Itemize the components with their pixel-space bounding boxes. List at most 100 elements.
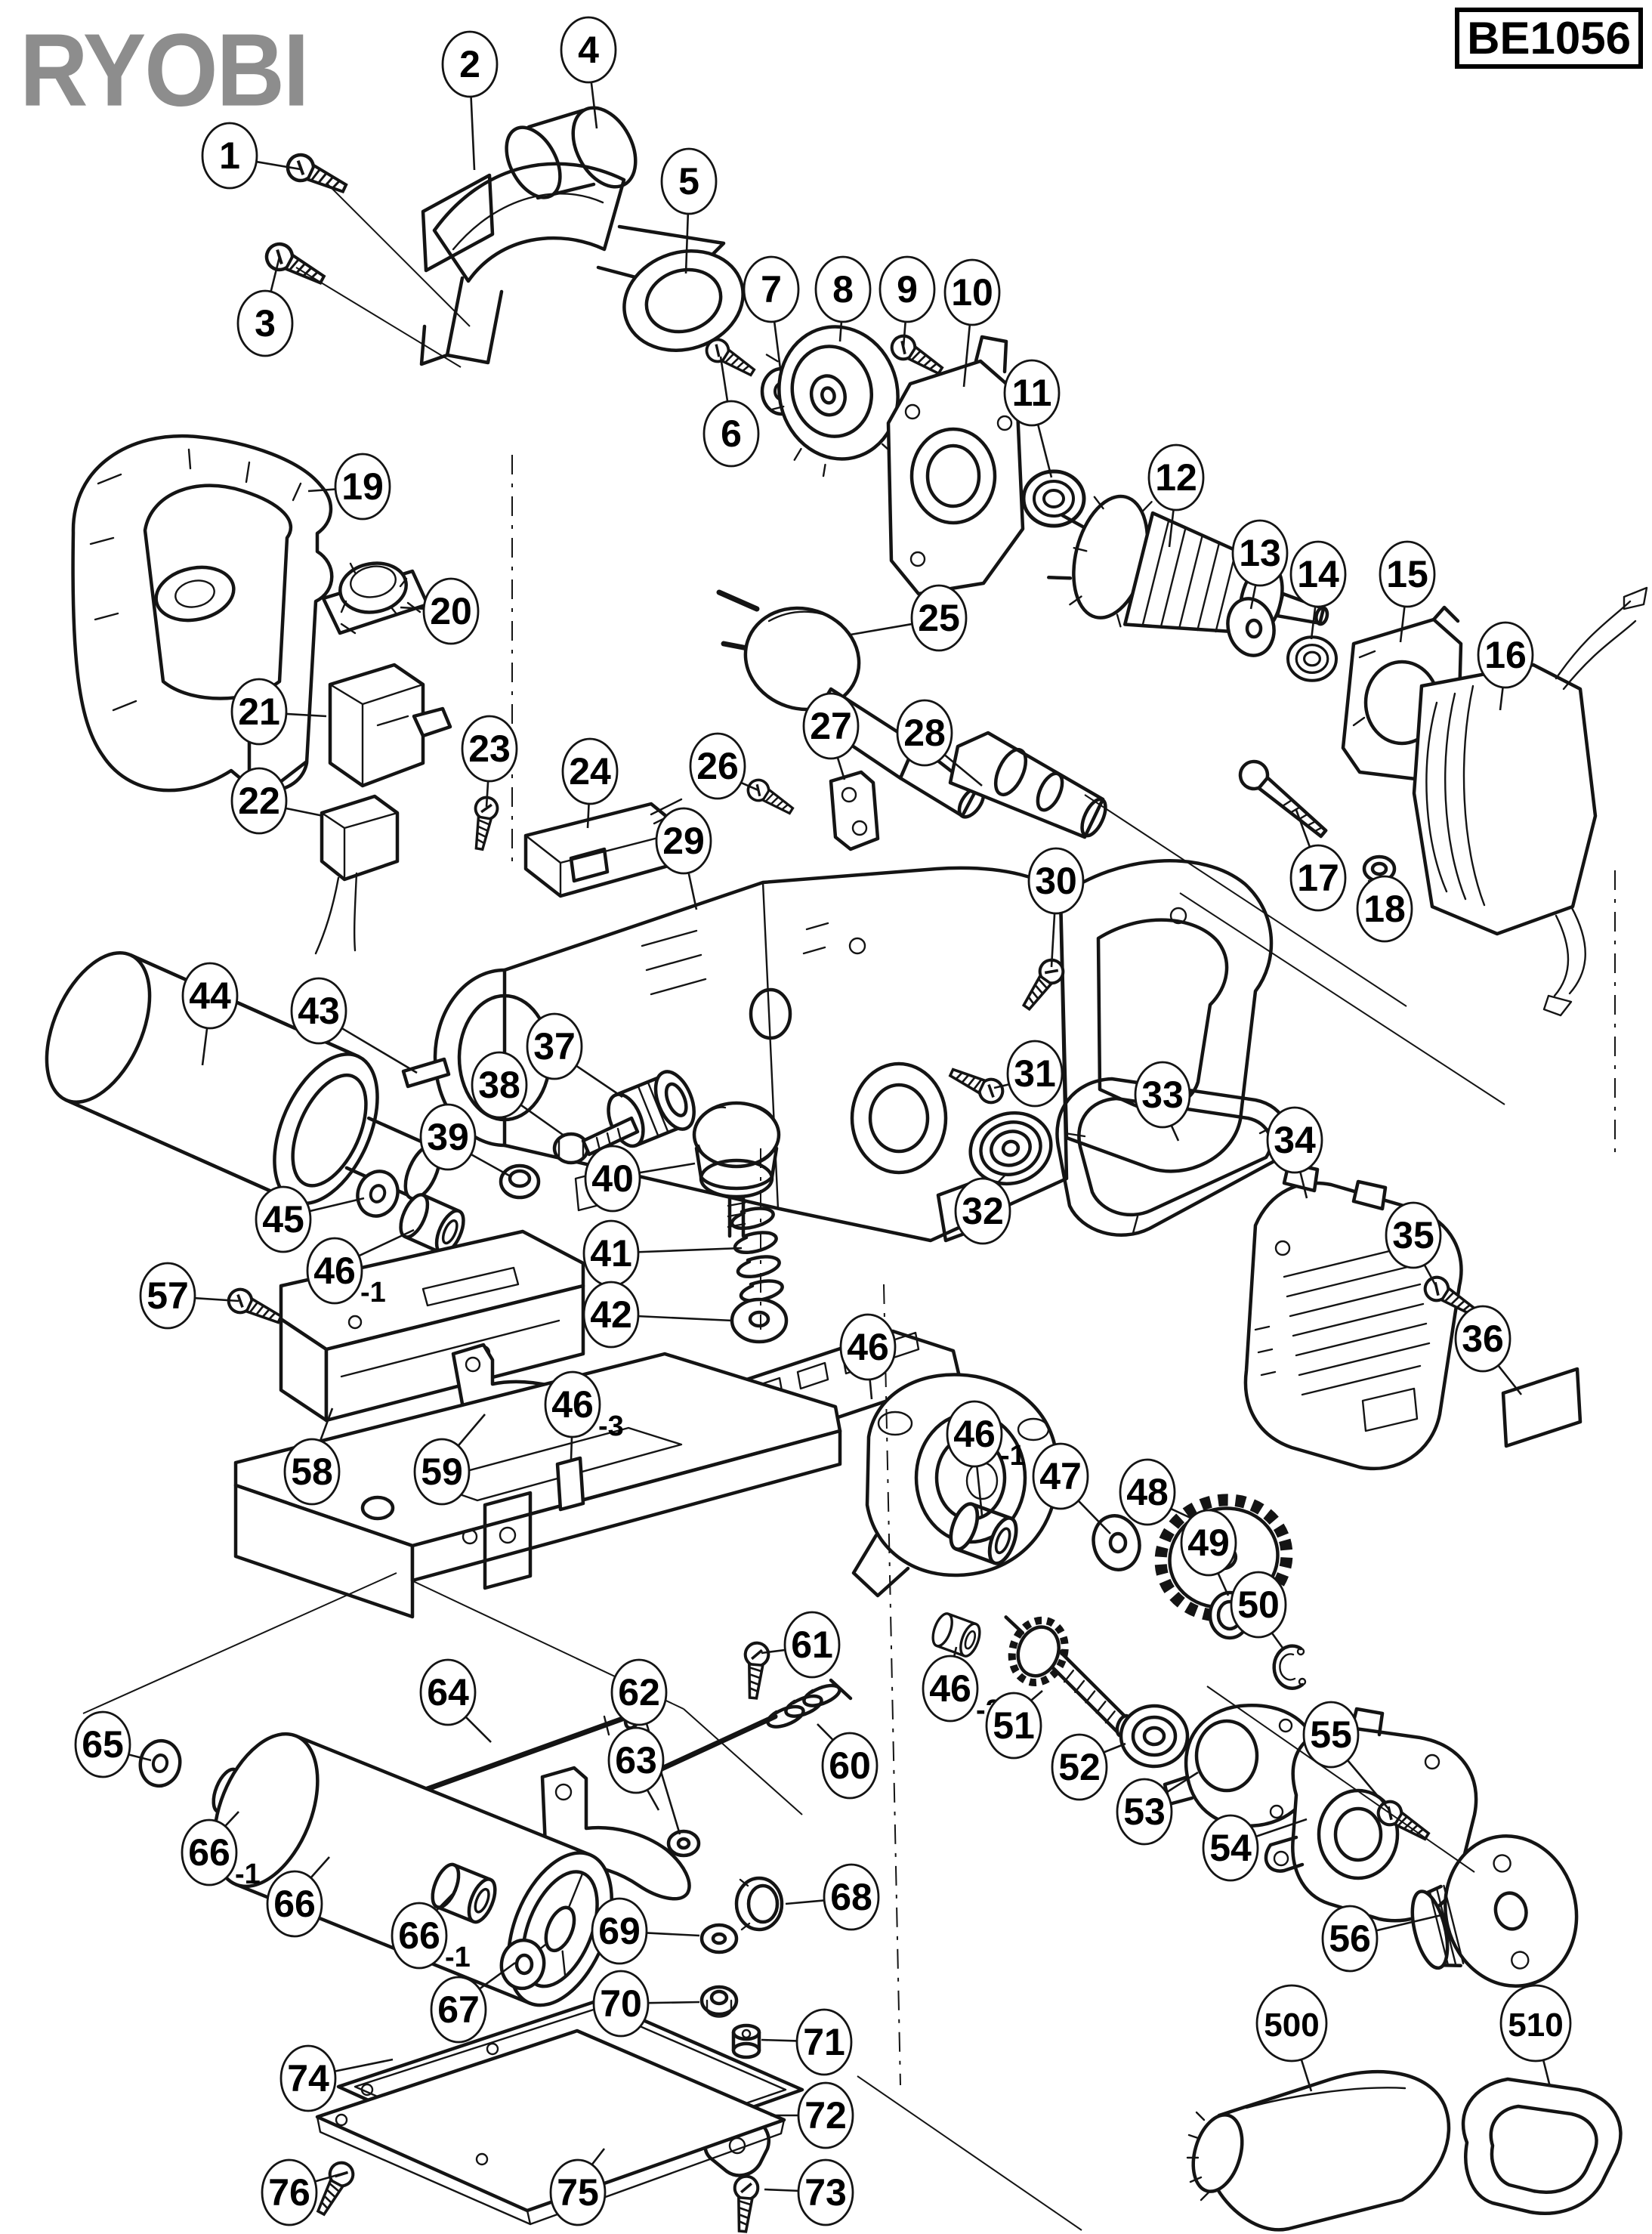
callout-circle xyxy=(544,1370,601,1438)
callout-12: 12 xyxy=(1147,443,1205,548)
callout-circle xyxy=(702,400,760,468)
leader-line xyxy=(1299,1171,1308,1199)
callout-number: 20 xyxy=(430,590,472,632)
leader-line xyxy=(684,213,690,274)
callout-19: 19 xyxy=(307,453,391,521)
callout-number: 64 xyxy=(427,1671,469,1713)
part-capacitor-22 xyxy=(314,794,400,955)
callout-number: 57 xyxy=(147,1275,189,1317)
callout-number: 54 xyxy=(1209,1827,1252,1869)
leader-line xyxy=(719,356,729,402)
callout-28: 28 xyxy=(896,699,983,787)
callout-circle xyxy=(1202,1814,1259,1882)
leader-line xyxy=(740,781,759,792)
callout-number: 71 xyxy=(803,2021,845,2063)
callout-circle xyxy=(922,1655,979,1723)
callout-48: 48 xyxy=(1119,1458,1193,1526)
leader-line xyxy=(1255,1818,1308,1838)
callout-34: 34 xyxy=(1266,1106,1323,1199)
callout-suffix: -1 xyxy=(235,1859,261,1890)
callout-circle xyxy=(236,289,294,357)
leader-line xyxy=(1170,1507,1193,1520)
callout-number: 38 xyxy=(478,1064,520,1106)
callout-circle xyxy=(1499,1984,1572,2063)
callout-75: 75 xyxy=(549,2148,607,2226)
part-washer-62 xyxy=(666,1829,701,1858)
callout-circle xyxy=(797,2081,854,2149)
callout-11: 11 xyxy=(1003,359,1061,478)
callout-circle xyxy=(1134,1061,1191,1129)
callout-31: 31 xyxy=(993,1040,1064,1108)
callout-7: 7 xyxy=(743,255,800,375)
callout-circle xyxy=(1051,1733,1108,1801)
callout-circle xyxy=(261,2158,318,2226)
leader-line xyxy=(773,321,783,375)
callout-number: 14 xyxy=(1297,553,1339,595)
callout-number: 16 xyxy=(1484,634,1527,676)
guide-line-12 xyxy=(883,1284,901,2086)
guide-line-7 xyxy=(82,1572,397,1714)
callout-circle xyxy=(279,2044,337,2112)
leader-line xyxy=(314,2173,341,2183)
callout-circle xyxy=(419,1103,477,1171)
callout-number: 65 xyxy=(82,1723,124,1766)
leader-line xyxy=(639,1162,696,1174)
callout-number: 39 xyxy=(427,1116,469,1158)
callout-49: 49 xyxy=(1180,1509,1237,1596)
callout-number: 7 xyxy=(761,268,782,311)
leader-line xyxy=(1499,687,1504,711)
leader-line xyxy=(470,1153,510,1177)
callout-42: 42 xyxy=(582,1281,733,1349)
callout-number: 47 xyxy=(1039,1455,1082,1497)
leader-line xyxy=(465,1716,492,1743)
part-plate-75 xyxy=(315,2029,786,2226)
leader-line xyxy=(334,2058,394,2072)
leader-line xyxy=(1399,606,1406,643)
part-stator-16 xyxy=(1412,586,1648,1017)
leader-line xyxy=(836,757,846,780)
callout-8: 8 xyxy=(814,255,872,342)
callout-circle xyxy=(592,1970,650,2038)
leader-line xyxy=(638,1247,743,1253)
brand-logo: RYOBI xyxy=(20,12,310,128)
callout-number: 33 xyxy=(1141,1074,1184,1116)
leader-line xyxy=(962,324,971,388)
leader-line xyxy=(838,321,843,342)
callout-number: 46 xyxy=(551,1383,594,1426)
leader-line xyxy=(1497,1364,1523,1395)
leader-line xyxy=(520,1104,566,1138)
callout-number: 15 xyxy=(1386,553,1428,595)
callout-47: 47 xyxy=(1032,1442,1111,1534)
callout-circle xyxy=(461,715,518,783)
leader-line xyxy=(590,82,598,129)
callout-circle xyxy=(985,1692,1042,1760)
part-front-roller-44 xyxy=(45,950,442,1206)
callout-53: 53 xyxy=(1116,1771,1199,1846)
callout-45: 45 xyxy=(255,1185,365,1253)
callout-74: 74 xyxy=(279,2044,394,2112)
callout-59: 59 xyxy=(413,1414,486,1506)
callout-circle xyxy=(334,453,391,521)
leader-line xyxy=(687,872,698,910)
callout-46-1: 46-1 xyxy=(306,1228,415,1309)
callout-18: 18 xyxy=(1356,873,1413,943)
leader-line xyxy=(647,2001,700,2004)
callout-circle xyxy=(1477,621,1534,689)
callout-number: 25 xyxy=(918,597,960,639)
guide-line-2 xyxy=(326,182,471,327)
callout-circle xyxy=(582,1281,640,1349)
callout-number: 51 xyxy=(993,1704,1035,1747)
callout-66-1: 66-1 xyxy=(391,1889,471,1973)
callout-number: 67 xyxy=(437,1988,480,2031)
callout-number: 46 xyxy=(929,1667,971,1710)
callout-29: 29 xyxy=(655,807,712,910)
callout-60: 60 xyxy=(817,1723,878,1800)
leader-line xyxy=(256,160,301,171)
callout-72: 72 xyxy=(770,2081,854,2149)
callout-5: 5 xyxy=(660,147,718,274)
leader-line xyxy=(1295,809,1311,848)
leader-line xyxy=(1030,1690,1043,1701)
callout-14: 14 xyxy=(1289,540,1347,640)
part-pulley-56 xyxy=(1410,1834,1579,1988)
